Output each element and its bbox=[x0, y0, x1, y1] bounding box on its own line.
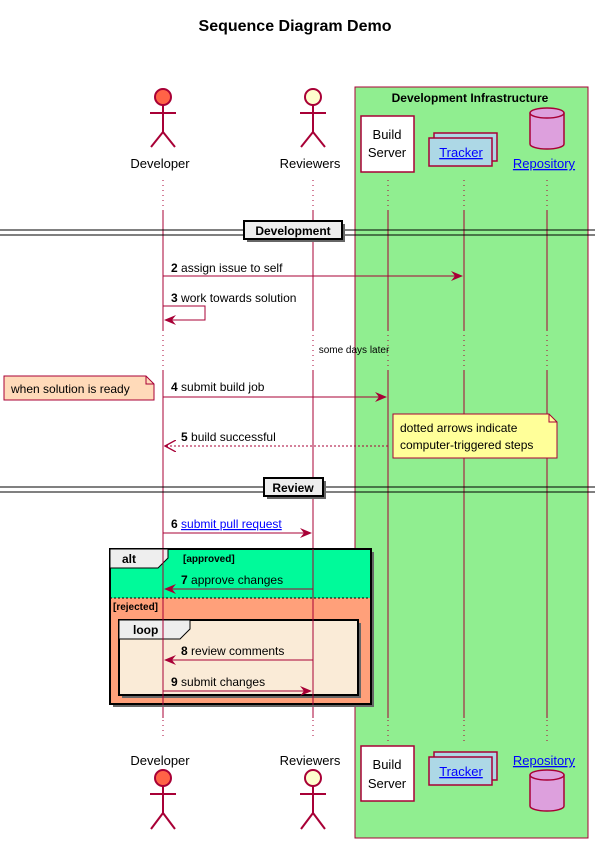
message-3-text: work towards solution bbox=[180, 291, 296, 305]
repository-database-icon-bottom bbox=[529, 769, 565, 812]
note-right-line2: computer-triggered steps bbox=[400, 438, 533, 452]
message-6-number: 6 bbox=[171, 517, 178, 531]
message-9: 9 submit changes bbox=[163, 675, 312, 696]
fragment-loop-label: loop bbox=[133, 623, 158, 637]
message-4-text: submit build job bbox=[181, 380, 265, 394]
reviewers-actor-icon-bottom bbox=[300, 769, 326, 830]
fragment-alt-guard-approved: [approved] bbox=[183, 554, 235, 565]
svg-text:6 submit pull request: 6 submit pull request bbox=[171, 517, 282, 531]
lifeline-overlay bbox=[162, 549, 314, 705]
note-left-text: when solution is ready bbox=[10, 382, 130, 396]
participant-tracker-top[interactable]: Tracker bbox=[428, 132, 498, 167]
note-right-line1: dotted arrows indicate bbox=[400, 421, 518, 435]
reviewers-label-top: Reviewers bbox=[280, 156, 341, 171]
build-server-label-line1-bottom: Build bbox=[373, 757, 402, 772]
message-4: 4 submit build job bbox=[163, 380, 387, 402]
tracker-link-bottom[interactable]: Tracker bbox=[439, 764, 483, 779]
note-left: when solution is ready bbox=[3, 375, 155, 401]
developer-actor-icon-bottom bbox=[150, 769, 176, 830]
message-8: 8 review comments bbox=[164, 644, 313, 665]
participant-build-server-bottom[interactable]: Build Server bbox=[360, 745, 415, 802]
repository-link-top[interactable]: Repository bbox=[513, 156, 576, 171]
message-5-number: 5 bbox=[181, 430, 188, 444]
message-3-number: 3 bbox=[171, 291, 178, 305]
message-2: 2 assign issue to self bbox=[163, 261, 463, 281]
message-7-number: 7 bbox=[181, 573, 188, 587]
divider-review-label: Review bbox=[272, 481, 314, 495]
participant-tracker-bottom[interactable]: Tracker bbox=[428, 751, 498, 786]
infrastructure-box bbox=[354, 86, 589, 839]
svg-text:7 approve changes: 7 approve changes bbox=[181, 573, 283, 587]
divider-review: Review bbox=[0, 477, 595, 499]
repository-link-bottom[interactable]: Repository bbox=[513, 753, 576, 768]
build-server-label-line1-top: Build bbox=[373, 127, 402, 142]
svg-text:8 review comments: 8 review comments bbox=[181, 644, 284, 658]
build-server-label-line2-bottom: Server bbox=[368, 776, 407, 791]
participant-repository-bottom[interactable]: Repository bbox=[513, 753, 576, 812]
fragment-alt-label: alt bbox=[122, 552, 136, 566]
infrastructure-box-label: Development Infrastructure bbox=[392, 91, 549, 105]
reviewers-label-bottom: Reviewers bbox=[280, 753, 341, 768]
message-5: 5 build successful bbox=[165, 430, 388, 446]
svg-text:4 submit build job: 4 submit build job bbox=[171, 380, 265, 394]
divider-development-label: Development bbox=[255, 224, 330, 238]
message-9-text: submit changes bbox=[181, 675, 265, 689]
message-3: 3 work towards solution bbox=[163, 291, 296, 325]
message-4-number: 4 bbox=[171, 380, 178, 394]
developer-label-top: Developer bbox=[130, 156, 190, 171]
participant-developer-top[interactable]: Developer bbox=[130, 88, 190, 171]
divider-development: Development bbox=[0, 220, 595, 242]
build-server-label-line2-top: Server bbox=[368, 145, 407, 160]
message-8-number: 8 bbox=[181, 644, 188, 658]
delay-label: some days later bbox=[319, 345, 390, 356]
svg-text:2 assign issue to self: 2 assign issue to self bbox=[171, 261, 283, 275]
message-7: 7 approve changes bbox=[164, 573, 313, 594]
message-2-text: assign issue to self bbox=[181, 261, 283, 275]
participant-reviewers-bottom[interactable]: Reviewers bbox=[280, 753, 341, 830]
diagram-title: Sequence Diagram Demo bbox=[199, 18, 392, 35]
developer-label-bottom: Developer bbox=[130, 753, 190, 768]
participant-repository-top[interactable]: Repository bbox=[513, 107, 576, 171]
fragment-alt-guard-rejected: [rejected] bbox=[113, 602, 158, 613]
participant-developer-bottom[interactable]: Developer bbox=[130, 753, 190, 830]
developer-actor-icon bbox=[150, 88, 176, 148]
message-2-number: 2 bbox=[171, 261, 178, 275]
participant-build-server-top[interactable]: Build Server bbox=[360, 115, 415, 173]
participant-reviewers-top[interactable]: Reviewers bbox=[280, 88, 341, 171]
message-8-text: review comments bbox=[191, 644, 284, 658]
svg-text:9 submit changes: 9 submit changes bbox=[171, 675, 265, 689]
repository-database-icon bbox=[529, 107, 565, 150]
tracker-link-top[interactable]: Tracker bbox=[439, 145, 483, 160]
message-5-text: build successful bbox=[191, 430, 276, 444]
svg-text:5 build successful: 5 build successful bbox=[181, 430, 276, 444]
reviewers-actor-icon bbox=[300, 88, 326, 148]
message-7-text: approve changes bbox=[191, 573, 283, 587]
svg-text:3 work towards solution: 3 work towards solution bbox=[171, 291, 296, 305]
message-9-number: 9 bbox=[171, 675, 178, 689]
message-6-link[interactable]: submit pull request bbox=[181, 517, 282, 531]
message-6: 6 submit pull request bbox=[163, 517, 312, 538]
note-right: dotted arrows indicate computer-triggere… bbox=[392, 413, 558, 459]
